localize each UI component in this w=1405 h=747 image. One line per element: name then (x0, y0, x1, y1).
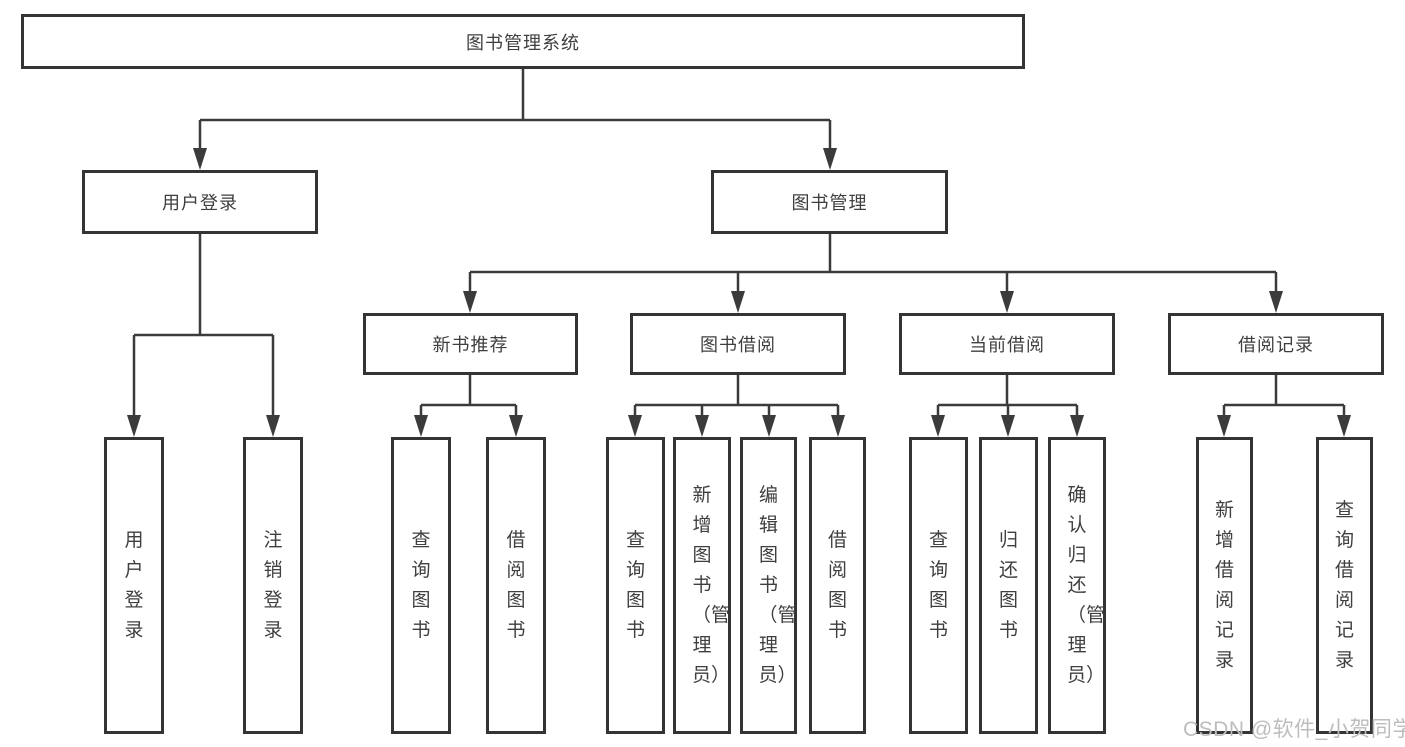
leaf-return-books: 归还图书 (979, 437, 1038, 734)
node-label: 当前借阅 (969, 335, 1045, 355)
leaf-borrow-books-recommend: 借阅图书 (486, 437, 546, 734)
node-label: 新书推荐 (432, 335, 509, 355)
leaf-add-books-admin: 新增图书（管理员） (673, 437, 731, 734)
leaf-borrow-books: 借阅图书 (809, 437, 866, 734)
leaf-label: 用户登录 (124, 529, 144, 641)
leaf-logout: 注销登录 (243, 437, 303, 734)
connector-user-login (132, 234, 275, 419)
node-borrow-records: 借阅记录 (1168, 313, 1384, 375)
leaf-label: 归还图书 (998, 529, 1018, 641)
connector-current-borrow (936, 375, 1079, 419)
node-book-management: 图书管理 (711, 170, 948, 234)
leaf-query-books-recommend: 查询图书 (391, 437, 451, 734)
leaf-label: 新增图书（管理员） (692, 484, 731, 686)
leaf-add-borrow-record: 新增借阅记录 (1196, 437, 1253, 734)
node-root-label: 图书管理系统 (466, 32, 580, 53)
node-label: 借阅记录 (1238, 335, 1314, 355)
node-new-book-recommend: 新书推荐 (363, 313, 578, 375)
leaf-label: 新增借阅记录 (1214, 499, 1234, 671)
node-root: 图书管理系统 (21, 14, 1025, 69)
leaf-user-login: 用户登录 (104, 437, 164, 734)
leaf-label: 查询图书 (928, 529, 948, 641)
node-label: 用户登录 (162, 193, 238, 213)
leaf-label: 查询图书 (625, 529, 645, 641)
leaf-label: 编辑图书（管理员） (758, 484, 797, 686)
connector-root (198, 69, 832, 150)
csdn-watermark: CSDN @软件_小贺同学 (1183, 718, 1405, 741)
leaf-query-books-current: 查询图书 (909, 437, 968, 734)
leaf-confirm-return-admin: 确认归还（管理员） (1048, 437, 1106, 734)
leaf-label: 确认归还（管理员） (1067, 484, 1106, 686)
leaf-label: 注销登录 (263, 529, 283, 641)
node-label: 图书借阅 (700, 335, 776, 355)
leaf-edit-books-admin: 编辑图书（管理员） (740, 437, 797, 734)
node-current-borrow: 当前借阅 (899, 313, 1115, 375)
leaf-label: 借阅图书 (827, 529, 847, 641)
leaf-label: 查询图书 (411, 529, 431, 641)
connector-book-borrow (633, 375, 840, 419)
node-label: 图书管理 (791, 193, 868, 213)
leaf-label: 查询借阅记录 (1334, 499, 1354, 671)
leaf-query-books-borrow: 查询图书 (606, 437, 665, 734)
node-book-borrow: 图书借阅 (630, 313, 846, 375)
connector-new-book (419, 375, 518, 419)
leaf-query-borrow-record: 查询借阅记录 (1316, 437, 1373, 734)
connector-borrow-records (1222, 375, 1346, 419)
node-user-login: 用户登录 (82, 170, 318, 234)
connector-book-management (468, 234, 1278, 295)
leaf-label: 借阅图书 (506, 529, 526, 641)
